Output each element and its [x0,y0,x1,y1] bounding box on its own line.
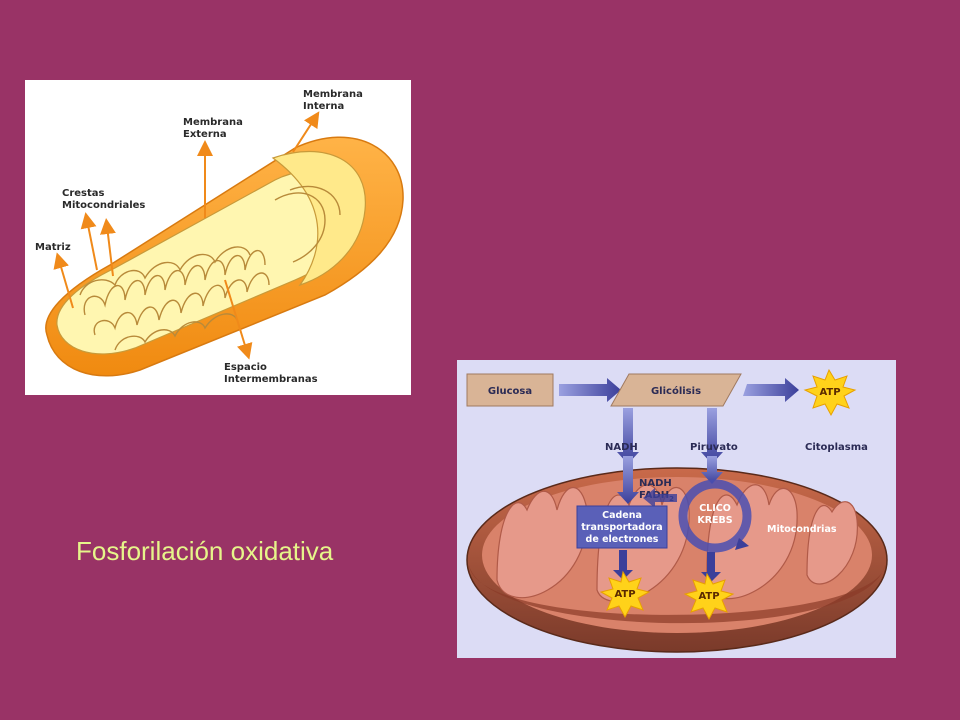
label-membrana-interna-2: Interna [303,101,344,112]
label-matriz: Matriz [35,242,71,253]
glucosa-label: Glucosa [488,386,532,397]
label-membrana-interna-1: Membrana [303,89,363,100]
leader-arrows [53,111,320,360]
nadh-label: NADH [605,442,638,453]
cellular-respiration-diagram: Glucosa Glicólisis ATP NADH Piruvato Cit… [457,360,896,658]
electron-transport-chain-box: Cadena transportadora de electrones [576,505,668,549]
glucosa-box: Glucosa [466,373,554,407]
cristae-folds [79,185,341,351]
anatomy-svg: Membrana Interna Membrana Externa Cresta… [35,89,404,385]
arrow-crestas-1 [80,212,98,271]
arrow-krebs-cadena [643,488,677,508]
label-espacio-2: Intermembranas [224,374,318,385]
krebs-label-1: CLICO [699,503,731,514]
arrow-membrana-interna [292,111,320,153]
cadena-label-3: de electrones [586,534,659,545]
arrow-to-nadh [617,408,639,464]
label-espacio-1: Espacio [224,362,267,373]
arrow-espacio [224,279,253,360]
label-crestas-2: Mitocondriales [62,200,145,211]
atp-star-right: ATP [683,572,735,621]
cadena-label-2: transportadora [581,522,662,533]
arrow-crestas-2 [100,218,116,277]
citoplasma-label: Citoplasma [805,442,868,453]
krebs-cycle: CLICO KREBS [678,479,752,553]
inner-membrane-shape [56,150,366,355]
atp-top-label: ATP [819,387,840,398]
glicolisis-label: Glicólisis [651,385,701,397]
piruvato-label: Piruvato [690,442,738,453]
arrow-krebs-atp [701,552,721,582]
cadena-label-1: Cadena [602,510,642,521]
atp-star-left: ATP [599,570,651,619]
atp-left-label: ATP [614,589,635,600]
label-membrana-externa-2: Externa [183,129,227,140]
label-crestas-1: Crestas [62,188,105,199]
arrow-nadh-down [617,456,639,504]
krebs-label-2: KREBS [697,515,732,526]
glicolisis-box: Glicólisis [610,373,742,407]
nadh2-label: NADH [639,478,672,489]
atp-star-top: ATP [803,368,857,417]
label-membrana-externa-1: Membrana [183,117,243,128]
arrow-cadena-atp [613,550,633,580]
process-svg: Glucosa Glicólisis ATP NADH Piruvato Cit… [466,368,888,653]
arrow-to-piruvato [701,408,723,464]
slide-caption: Fosforilación oxidativa [76,536,334,566]
arrow-glicolisis-atp [743,378,799,402]
mitocondrias-label: Mitocondrias [767,524,837,535]
arrow-piruvato-down [701,456,723,484]
arrow-glucosa-glicolisis [559,378,621,402]
atp-right-label: ATP [698,591,719,602]
mitochondrion-anatomy-diagram: Membrana Interna Membrana Externa Cresta… [25,80,411,395]
arrow-matriz [53,252,74,309]
